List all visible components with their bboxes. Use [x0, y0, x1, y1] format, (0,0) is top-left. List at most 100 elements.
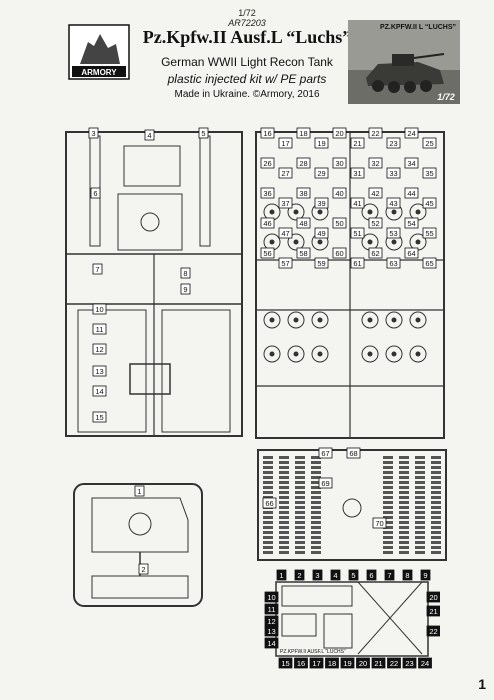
- svg-text:18: 18: [328, 659, 336, 668]
- track-link: [311, 531, 321, 534]
- svg-text:12: 12: [95, 345, 103, 354]
- svg-text:14: 14: [267, 639, 275, 648]
- track-link: [383, 501, 393, 504]
- pe-label-bottom-21: 21: [371, 657, 386, 669]
- brand-text: ARMORY: [81, 68, 117, 77]
- track-link: [311, 506, 321, 509]
- track-link: [295, 476, 305, 479]
- svg-text:30: 30: [335, 159, 343, 168]
- page-number: 1: [478, 676, 486, 692]
- track-link: [263, 526, 273, 529]
- road-wheel: [263, 345, 281, 363]
- track-link: [263, 521, 273, 524]
- track-link: [295, 486, 305, 489]
- svg-text:22: 22: [371, 129, 379, 138]
- track-link: [399, 476, 409, 479]
- pe-label-bottom-22: 22: [387, 657, 401, 669]
- svg-text:40: 40: [335, 189, 343, 198]
- track-link: [399, 516, 409, 519]
- track-link: [263, 516, 273, 519]
- wheel-hub: [391, 317, 397, 323]
- track-link: [431, 461, 441, 464]
- pe-label-top-3: 3: [312, 569, 323, 581]
- part-label-50: 50: [332, 217, 347, 229]
- svg-text:11: 11: [96, 325, 104, 334]
- track-link: [279, 466, 289, 469]
- track-link: [279, 461, 289, 464]
- svg-text:16: 16: [297, 659, 305, 668]
- svg-text:5: 5: [351, 571, 355, 580]
- armory-logo: ARMORY: [68, 24, 130, 80]
- track-link: [279, 541, 289, 544]
- track-link: [399, 501, 409, 504]
- track-link: [415, 536, 425, 539]
- track-link: [383, 466, 393, 469]
- part-label-29: 29: [314, 167, 329, 179]
- wheel-hub: [391, 209, 397, 215]
- track-link: [431, 511, 441, 514]
- pe-label-side-22: 22: [426, 625, 440, 637]
- part-label-45: 45: [422, 197, 437, 209]
- track-link: [399, 486, 409, 489]
- svg-text:26: 26: [263, 159, 271, 168]
- pe-label-top-9: 9: [420, 569, 431, 581]
- svg-text:8: 8: [405, 571, 409, 580]
- track-link: [263, 486, 273, 489]
- track-link: [295, 511, 305, 514]
- track-link: [279, 481, 289, 484]
- part-label-36: 36: [260, 187, 275, 199]
- svg-text:34: 34: [407, 159, 415, 168]
- svg-text:57: 57: [281, 259, 289, 268]
- track-link: [279, 476, 289, 479]
- part-label-69: 69: [318, 477, 333, 489]
- svg-text:46: 46: [263, 219, 271, 228]
- pe-label-bottom-20: 20: [356, 657, 370, 669]
- svg-text:56: 56: [263, 249, 271, 258]
- part-label-63: 63: [386, 257, 401, 269]
- kit-subtitle: German WWII Light Recon Tank: [161, 55, 333, 69]
- part-label-51: 51: [350, 227, 365, 239]
- track-link: [431, 506, 441, 509]
- part-label-49: 49: [314, 227, 329, 239]
- track-link: [311, 526, 321, 529]
- svg-text:35: 35: [425, 169, 433, 178]
- part-label-17: 17: [278, 137, 293, 149]
- kit-title: Pz.Kpfw.II Ausf.L “Luchs”: [142, 27, 352, 47]
- svg-text:69: 69: [321, 479, 329, 488]
- track-link: [415, 541, 425, 544]
- track-link: [399, 471, 409, 474]
- svg-text:60: 60: [335, 249, 343, 258]
- track-link: [383, 456, 393, 459]
- part-label-53: 53: [386, 227, 401, 239]
- track-link: [383, 471, 393, 474]
- pe-label-side-13: 13: [264, 625, 279, 637]
- track-link: [311, 486, 321, 489]
- part-label-60: 60: [332, 247, 347, 259]
- part-label-62: 62: [368, 247, 383, 259]
- track-link: [431, 501, 441, 504]
- part-label-57: 57: [278, 257, 293, 269]
- track-link: [383, 476, 393, 479]
- scale-text: 1/72: [238, 8, 256, 18]
- svg-text:65: 65: [425, 259, 433, 268]
- svg-text:33: 33: [389, 169, 397, 178]
- track-link: [295, 541, 305, 544]
- wheel-hub: [269, 351, 275, 357]
- track-link: [415, 466, 425, 469]
- track-link: [431, 471, 441, 474]
- track-link: [311, 516, 321, 519]
- road-wheel: [385, 345, 403, 363]
- track-link: [279, 471, 289, 474]
- road-wheel: [311, 345, 329, 363]
- track-link: [431, 541, 441, 544]
- track-link: [431, 466, 441, 469]
- part-label-20: 20: [332, 127, 347, 139]
- part-label-16: 16: [260, 127, 275, 139]
- track-link: [415, 476, 425, 479]
- track-link: [311, 496, 321, 499]
- track-link: [415, 481, 425, 484]
- track-link: [399, 521, 409, 524]
- part-label-1: 1: [134, 485, 145, 497]
- pe-label-bottom-18: 18: [325, 657, 339, 669]
- pe-label-top-7: 7: [384, 569, 395, 581]
